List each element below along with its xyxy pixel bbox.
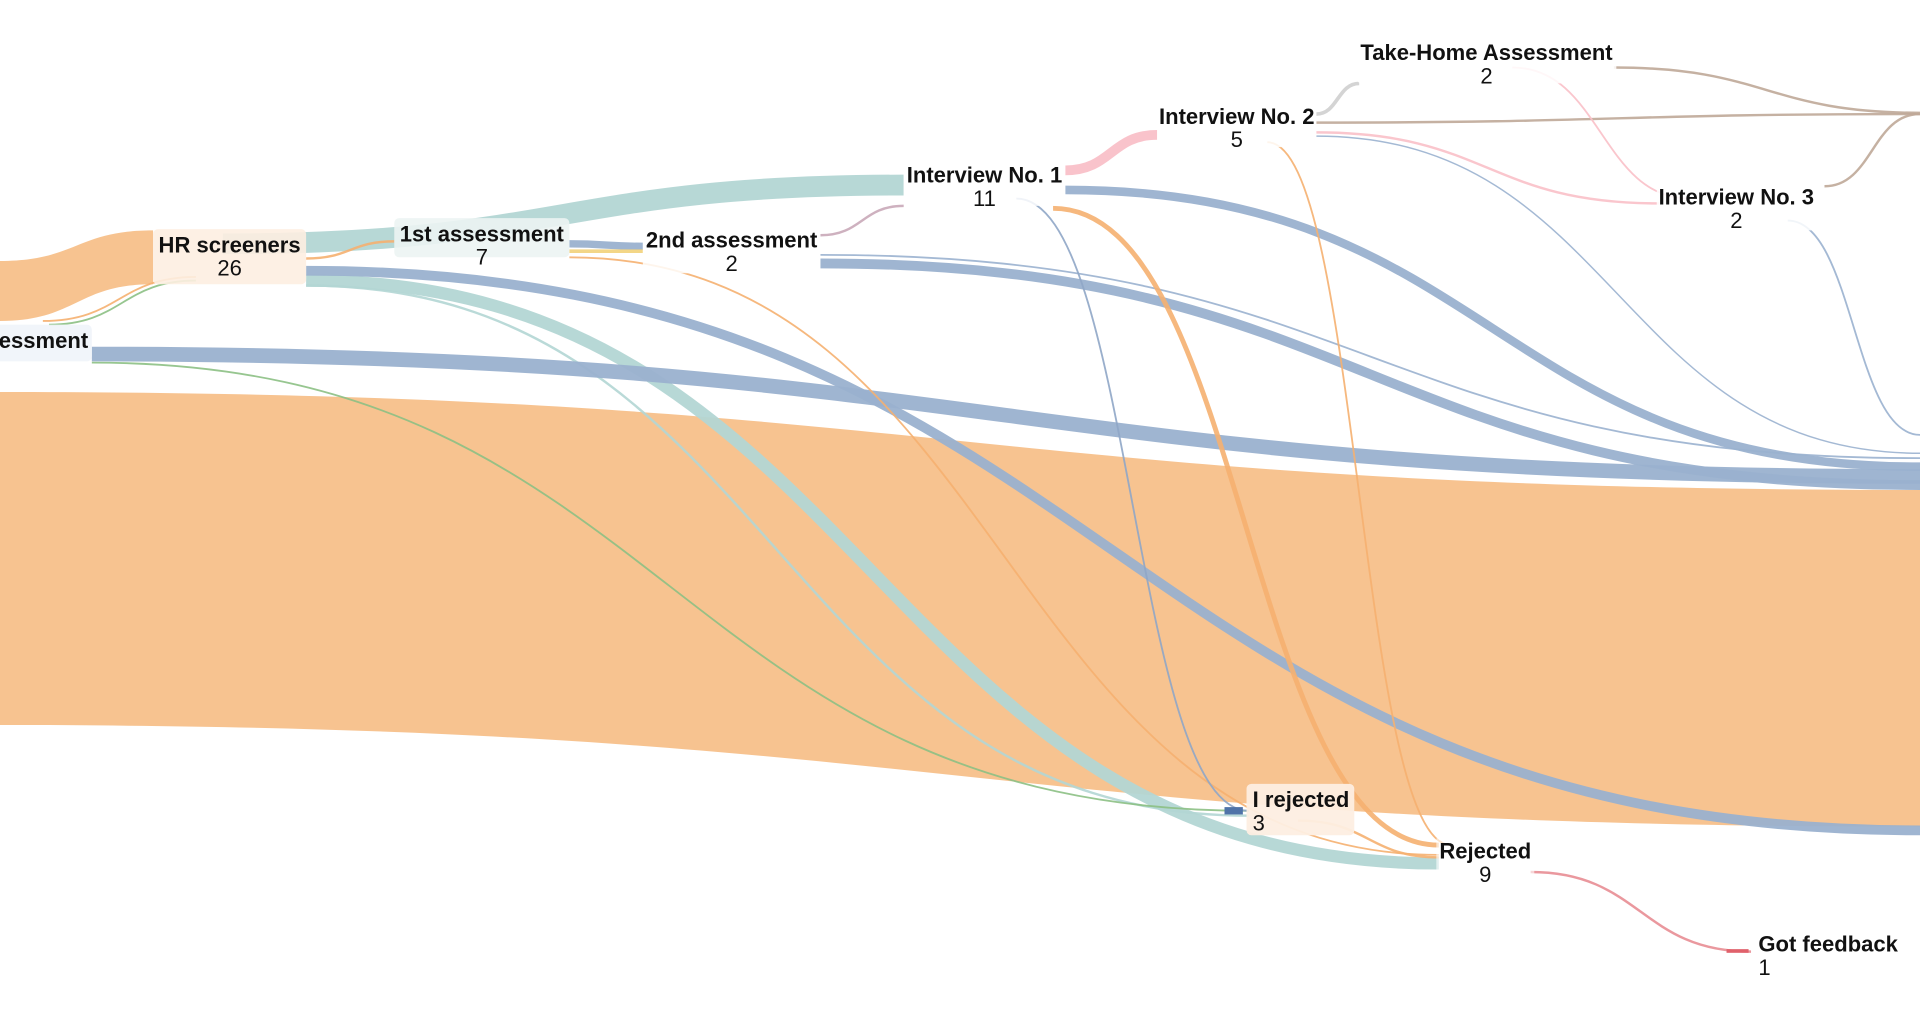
link-th-to-offscreen — [1613, 66, 1920, 115]
link-i1-to-irej — [1016, 197, 1249, 812]
node-label-background — [642, 224, 821, 274]
node-count: 2 — [725, 251, 737, 276]
link-i2-to-rej — [1267, 141, 1452, 846]
link-a2-to-i1 — [820, 204, 904, 237]
link-i2-to-th — [1316, 81, 1360, 116]
node-label-background — [1436, 835, 1535, 885]
link-a2-to-offscreen — [820, 253, 1920, 460]
link-hr-to-rej — [306, 274, 1439, 870]
node-assessment_left[interactable]: essment — [0, 324, 92, 362]
node-bar-i-rejected — [1224, 807, 1243, 815]
node-label: I rejected — [1253, 787, 1350, 812]
node-label: Interview No. 2 — [1159, 104, 1315, 129]
link-i3-to-offscreen — [1824, 112, 1920, 188]
link-assessment_left-to-irej — [91, 361, 1249, 812]
node-label-background — [1157, 100, 1317, 148]
link-hr-to-a1 — [306, 240, 395, 260]
node-label: Interview No. 3 — [1659, 185, 1815, 210]
link-a1-to-a2 — [569, 240, 643, 250]
node-i2[interactable]: Interview No. 25 — [1157, 100, 1317, 153]
node-label: HR screeners — [159, 232, 301, 257]
link-i2-to-offscreen — [1316, 112, 1920, 124]
node-label: Rejected — [1439, 839, 1531, 864]
link-hr-to-offscreen — [306, 265, 1920, 836]
link-offscreen-to-hr — [0, 230, 154, 321]
link-a2-to-offscreen — [820, 258, 1920, 490]
node-i1[interactable]: Interview No. 111 — [903, 159, 1066, 211]
node-label: Interview No. 1 — [907, 163, 1063, 188]
node-label-background — [0, 324, 92, 362]
node-bar-got-feedback — [1726, 949, 1749, 953]
link-i1-to-offscreen — [1065, 185, 1920, 471]
node-count: 7 — [476, 245, 488, 270]
node-count: 9 — [1479, 862, 1491, 887]
node-label: 1st assessment — [400, 221, 565, 246]
link-rej-to-fb — [1530, 870, 1752, 953]
link-th-to-i3 — [1512, 66, 1690, 200]
node-count: 2 — [1480, 63, 1492, 88]
node-count: 26 — [217, 256, 242, 281]
node-count: 3 — [1253, 810, 1265, 835]
node-count: 2 — [1730, 208, 1742, 233]
link-assessment_left-to-offscreen — [91, 346, 1920, 484]
node-label-background — [394, 218, 570, 258]
node-label-background — [153, 229, 307, 285]
link-i2-to-i3 — [1316, 131, 1660, 205]
link-i1-to-rej — [1053, 205, 1439, 848]
link-i1-to-i2 — [1065, 129, 1158, 176]
node-count: 5 — [1231, 127, 1243, 152]
node-label-background — [1356, 36, 1617, 84]
node-label-background — [903, 159, 1066, 206]
node-label: 2nd assessment — [646, 228, 818, 253]
link-i2-to-offscreen — [1316, 135, 1920, 454]
node-i3[interactable]: Interview No. 32 — [1656, 181, 1816, 233]
node-label-background — [1246, 783, 1355, 836]
link-hr-to-irej — [306, 284, 1249, 817]
node-label-background — [1656, 181, 1816, 231]
node-count: 11 — [973, 186, 996, 211]
node-label: Got feedback — [1758, 932, 1898, 957]
link-hr-to-i1 — [222, 174, 904, 255]
node-label: Take-Home Assessment — [1360, 40, 1613, 65]
node-label: essment — [0, 328, 89, 353]
link-offscreen-to-offscreen — [0, 392, 1920, 827]
node-count: 1 — [1758, 955, 1770, 980]
link-i3-to-offscreen — [1787, 219, 1920, 436]
links-layer — [0, 66, 1920, 953]
